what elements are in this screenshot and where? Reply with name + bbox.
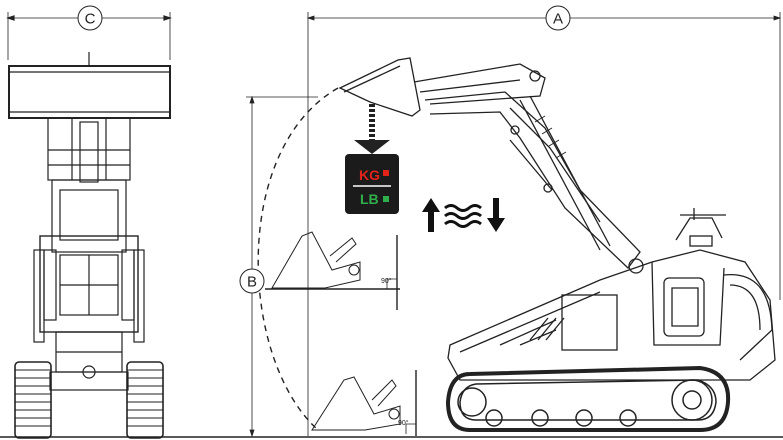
loader-arm-ribs [534,115,567,159]
angle-label-lower: 90° [398,419,409,427]
callout-c-label: C [85,11,96,28]
bucket-ground-position [311,370,417,436]
loader-arm-and-bucket [338,57,641,269]
callout-b: B [239,268,265,294]
callout-c: C [77,5,103,31]
callout-b-label: B [247,274,257,291]
callout-a: A [545,5,571,31]
lb-label: LB [360,191,379,207]
track-assembly [445,365,731,432]
front-view-machine [6,12,172,439]
kg-label: KG [359,167,380,183]
bucket-mid-position [265,231,400,310]
angle-label-upper: 90° [381,277,392,285]
callout-a-label: A [553,11,563,28]
front-view-track-treads [15,369,163,427]
dimension-b-line [246,95,318,438]
load-weight-icon [345,104,399,214]
bucket-swing-arc [257,87,339,431]
up-down-arrows-with-waves-icon [422,198,505,232]
dimension-a-line [306,12,782,436]
machine-body [447,208,776,381]
